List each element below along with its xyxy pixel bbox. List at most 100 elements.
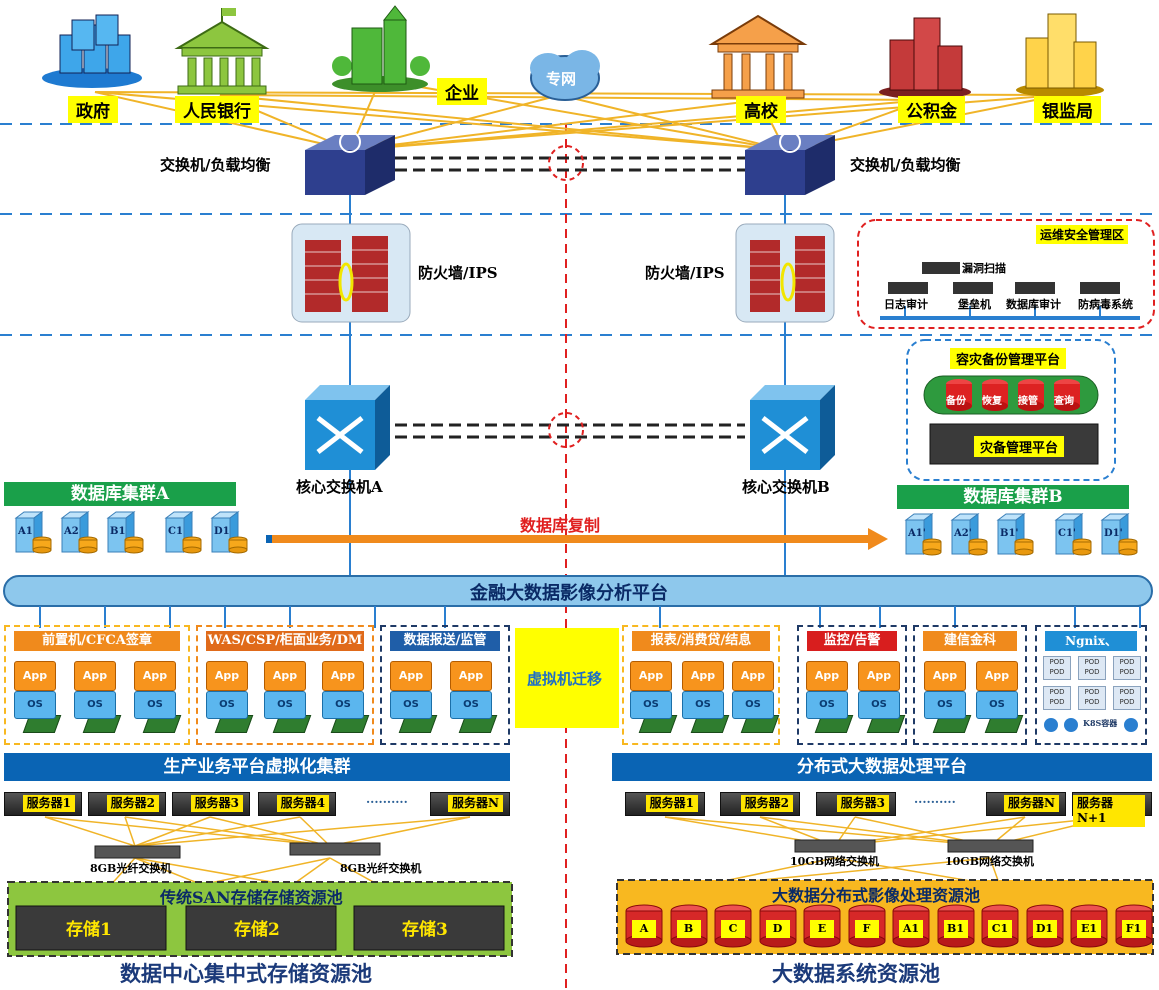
db-node: D1 xyxy=(208,510,248,554)
org-label-private-net: 专网 xyxy=(546,70,577,88)
pod-label: POD xyxy=(1119,698,1135,706)
server-label: 服务器N xyxy=(1004,795,1059,812)
vm-migration-label: 虚拟机迁移 xyxy=(527,670,603,688)
dr-platform-label: 灾备管理平台 xyxy=(974,436,1065,457)
org-label-housing-fund: 公积金 xyxy=(898,96,965,123)
k8s-label: K8S容器 xyxy=(1083,718,1118,728)
net-switch-right-2-label: 10GB网络交换机 xyxy=(945,855,1034,868)
group-reports-loans: 报表/消费贷/结息 xyxy=(622,625,780,745)
pod-label: POD xyxy=(1119,668,1135,676)
server-unit: 服务器N+1 xyxy=(1072,792,1152,827)
net-switch-right-1-label: 10GB网络交换机 xyxy=(790,855,879,868)
server-unit: 服务器2 xyxy=(88,792,166,816)
ha-links xyxy=(395,156,745,439)
footer-left: 数据中心集中式存储资源池 xyxy=(120,961,372,986)
group-report-submit-title: 数据报送/监管 xyxy=(390,631,500,651)
pod-label: POD xyxy=(1049,658,1065,666)
dr-restore: 恢复 xyxy=(980,378,1010,412)
ops-antivirus: 防病毒系统 xyxy=(1078,298,1133,311)
db-node: B1 xyxy=(104,510,144,554)
server-label: 服务器3 xyxy=(190,795,243,812)
os-block: OS xyxy=(206,691,248,719)
dr-backup: 备份 xyxy=(944,378,974,412)
bigdata-node: E xyxy=(802,904,842,948)
app-block: App xyxy=(682,661,724,691)
pod-label: POD xyxy=(1049,698,1065,706)
app-block: App xyxy=(264,661,306,691)
dr-title: 容灾备份管理平台 xyxy=(950,348,1067,369)
storage-unit-3-body xyxy=(353,905,505,951)
bigdata-node: A1 xyxy=(891,904,931,948)
db-node: A1' xyxy=(902,512,942,556)
group-nginx-apache-title: Ngnix、Apache xyxy=(1045,631,1137,668)
db-node-label: B1 xyxy=(110,526,126,537)
bigdata-node: B xyxy=(669,904,709,948)
org-label-enterprise: 企业 xyxy=(437,78,487,105)
db-node-label: D1 xyxy=(214,526,230,537)
dr-zone-box xyxy=(906,339,1116,481)
ops-title: 运维安全管理区 xyxy=(1036,225,1129,244)
vm-migration-panel: 虚拟机迁移 xyxy=(515,628,619,728)
bigdata-node-label: B xyxy=(676,920,701,938)
server-label: 服务器2 xyxy=(106,795,159,812)
firewall-left-label: 防火墙/IPS xyxy=(418,264,498,282)
storage-unit-label: 存储3 xyxy=(402,920,448,940)
pod-label: POD xyxy=(1049,688,1065,696)
db-node-label: A1' xyxy=(908,528,926,539)
bigdata-node-label: D xyxy=(765,920,790,938)
db-node: A2 xyxy=(58,510,98,554)
app-block: App xyxy=(206,661,248,691)
bigdata-node-label: E1 xyxy=(1077,920,1101,938)
ha-ring-top xyxy=(548,145,584,181)
server-unit: 服务器2 xyxy=(720,792,800,816)
server-unit: 服务器1 xyxy=(4,792,82,816)
k8s-wheel-icon xyxy=(1124,718,1138,732)
db-node-label: D1' xyxy=(1104,528,1123,539)
dr-backup-label: 备份 xyxy=(946,396,966,407)
core-switch-a-icon xyxy=(305,385,390,470)
ops-db-audit: 数据库审计 xyxy=(1006,298,1061,311)
zone-dividers xyxy=(0,123,1159,336)
ha-ring-core xyxy=(548,412,584,448)
ops-bastion: 堡垒机 xyxy=(958,298,991,311)
db-node: C1 xyxy=(162,510,202,554)
group-reports-loans-title: 报表/消费贷/结息 xyxy=(632,631,770,651)
cloud-icon xyxy=(530,50,600,101)
fc-switch-left-1-label: 8GB光纤交换机 xyxy=(90,862,172,875)
bigdata-node-label: C xyxy=(721,920,745,938)
dr-takeover-label: 接管 xyxy=(1018,396,1038,407)
enterprise-icon xyxy=(332,5,430,92)
org-label-cbrc: 银监局 xyxy=(1034,96,1101,123)
os-block: OS xyxy=(134,691,176,719)
bigdata-node-label: E xyxy=(810,920,834,938)
db-node: C1' xyxy=(1052,512,1092,556)
switch-lb-left-label: 交换机/负载均衡 xyxy=(160,156,271,174)
group-monitoring-title: 监控/告警 xyxy=(807,631,897,651)
k8s-wheel-icon xyxy=(1064,718,1078,732)
fc-switch-left-2-label: 8GB光纤交换机 xyxy=(340,862,422,875)
os-block: OS xyxy=(74,691,116,719)
db-node-label: A2 xyxy=(64,526,79,537)
bank-icon xyxy=(174,8,270,95)
db-node-label: C1' xyxy=(1058,528,1076,539)
firewall-left-icon xyxy=(291,223,411,323)
db-node: A1 xyxy=(12,510,52,554)
server-unit: 服务器3 xyxy=(172,792,250,816)
app-block: App xyxy=(732,661,774,691)
platform-bus-label: 金融大数据影像分析平台 xyxy=(470,583,668,604)
bus-drops xyxy=(39,606,1141,628)
switch-lb-right-label: 交换机/负载均衡 xyxy=(850,156,961,174)
os-block: OS xyxy=(390,691,432,719)
footer-right: 大数据系统资源池 xyxy=(772,961,940,986)
